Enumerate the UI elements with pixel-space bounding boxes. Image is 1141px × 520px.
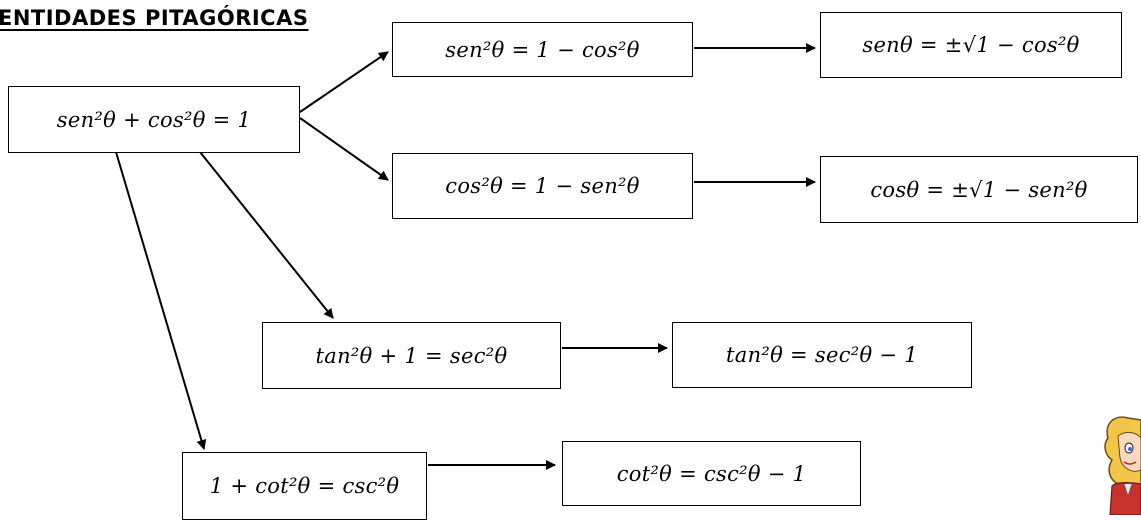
equation: sen²θ = 1 − cos²θ (445, 37, 640, 62)
arrow-main-to-cos (299, 117, 389, 181)
cartoon-character-illustration (1104, 416, 1141, 515)
box-sen-root: senθ = ±√1 − cos²θ (820, 12, 1122, 78)
box-tan-identity: tan²θ + 1 = sec²θ (262, 322, 561, 389)
box-sen-squared: sen²θ = 1 − cos²θ (392, 22, 693, 77)
equation: sen²θ + cos²θ = 1 (56, 107, 252, 132)
page-title: ENTIDADES PITAGÓRICAS (0, 6, 309, 30)
equation: cot²θ = csc²θ − 1 (616, 461, 807, 486)
equation: senθ = ±√1 − cos²θ (862, 33, 1080, 57)
equation: 1 + cot²θ = csc²θ (209, 474, 400, 498)
equation: tan²θ + 1 = sec²θ (315, 343, 508, 368)
box-cot-identity: 1 + cot²θ = csc²θ (182, 452, 427, 520)
box-tan-squared: tan²θ = sec²θ − 1 (672, 322, 972, 388)
equation: cosθ = ±√1 − sen²θ (870, 177, 1088, 202)
equation: tan²θ = sec²θ − 1 (726, 343, 918, 367)
box-cot-squared: cot²θ = csc²θ − 1 (562, 441, 861, 506)
box-cos-root: cosθ = ±√1 − sen²θ (820, 156, 1138, 223)
arrow-main-to-cot (115, 151, 207, 450)
box-main-identity: sen²θ + cos²θ = 1 (8, 86, 300, 153)
arrow-main-to-tan (199, 151, 334, 319)
equation: cos²θ = 1 − sen²θ (445, 174, 640, 198)
box-cos-squared: cos²θ = 1 − sen²θ (392, 153, 693, 219)
arrow-main-to-sen (299, 51, 389, 113)
